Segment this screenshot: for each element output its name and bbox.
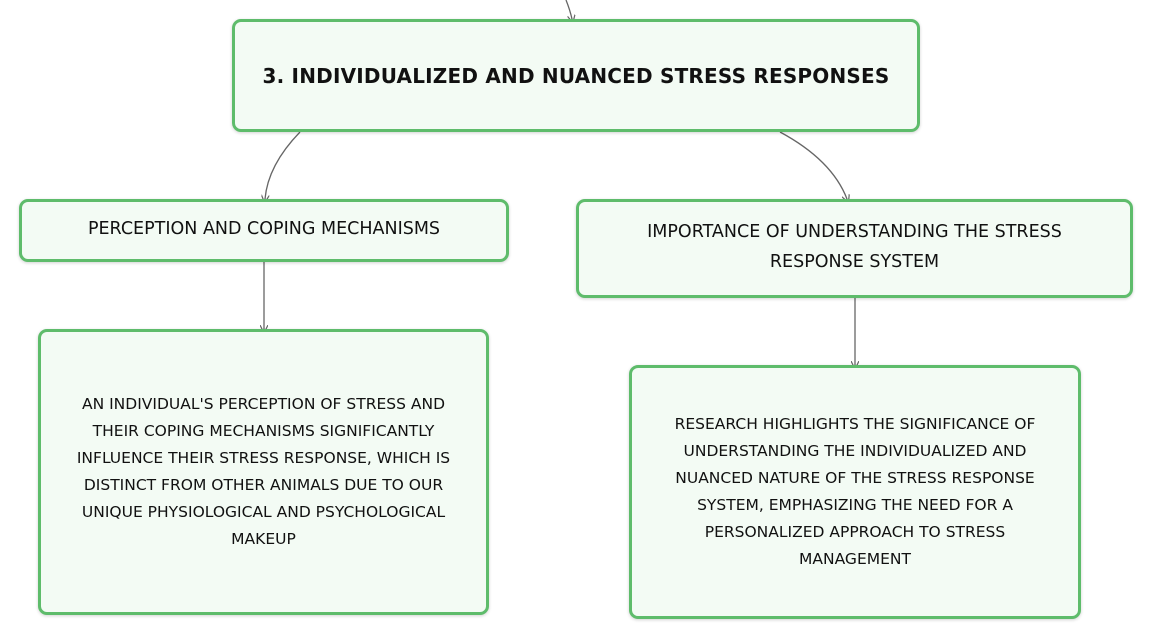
connector-root-to-left [265,131,301,199]
root-node-label: 3. INDIVIDUALIZED AND NUANCED STRESS RES… [262,63,890,88]
root-node[interactable]: 3. INDIVIDUALIZED AND NUANCED STRESS RES… [232,19,920,132]
node-importance-detail-text: RESEARCH HIGHLIGHTS THE SIGNIFICANCE OF … [674,415,1036,568]
node-importance-of-understanding-label: IMPORTANCE OF UNDERSTANDING THE STRESS R… [647,221,1062,272]
node-importance-detail[interactable]: RESEARCH HIGHLIGHTS THE SIGNIFICANCE OF … [629,365,1081,619]
node-perception-and-coping-label: PERCEPTION AND COPING MECHANISMS [87,218,441,239]
node-perception-and-coping[interactable]: PERCEPTION AND COPING MECHANISMS [19,199,509,262]
node-perception-detail[interactable]: AN INDIVIDUAL'S PERCEPTION OF STRESS AND… [38,329,489,615]
node-perception-detail-text: AN INDIVIDUAL'S PERCEPTION OF STRESS AND… [76,395,451,548]
connector-root-to-right [779,131,847,199]
node-importance-of-understanding[interactable]: IMPORTANCE OF UNDERSTANDING THE STRESS R… [576,199,1133,298]
incoming-connector [565,0,572,19]
